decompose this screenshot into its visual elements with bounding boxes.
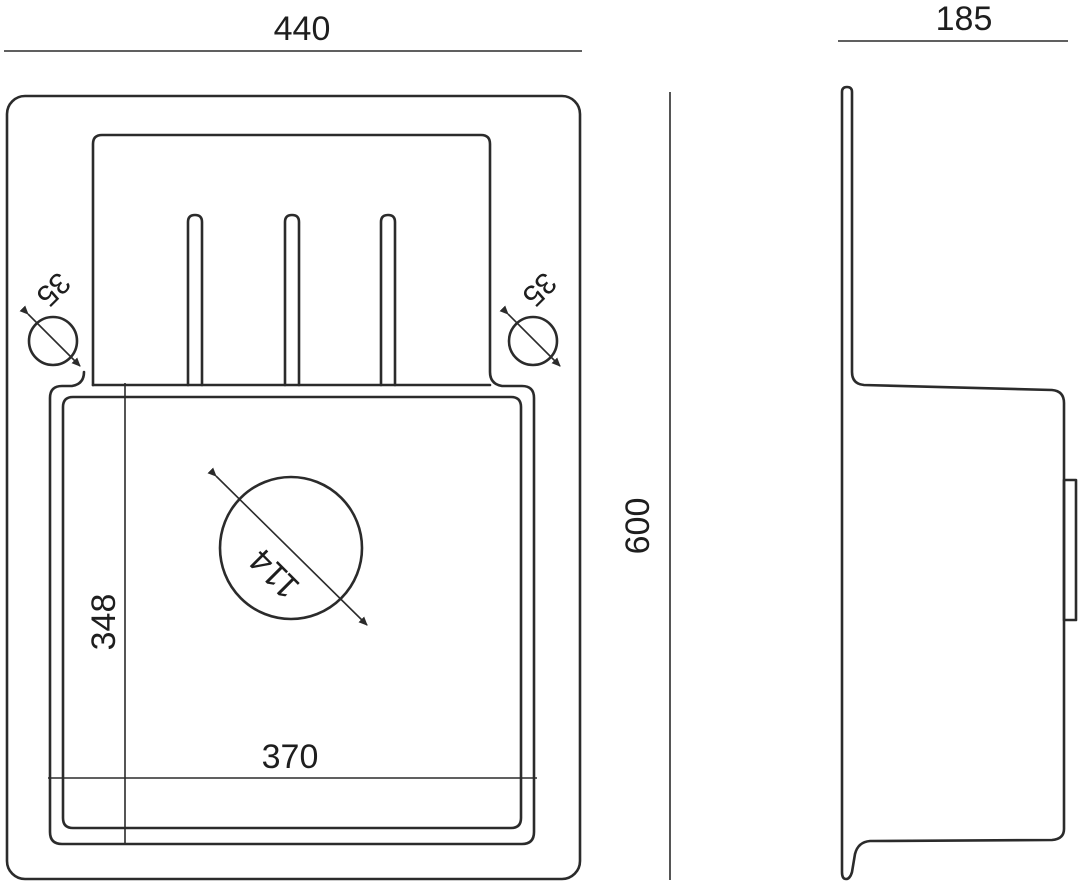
right-tap-hole-dimension-line [499, 305, 561, 367]
drainer-rib-1 [186, 213, 204, 387]
left-tap-hole-dimension-line [19, 305, 81, 367]
drain-outlet-profile [1062, 478, 1078, 622]
top-view: 440 35 35 114 370 348 600 [4, 10, 671, 881]
bowl-inner-outline [61, 395, 523, 830]
right-tap-hole-label: 35 [516, 266, 563, 313]
right-tap-hole [507, 315, 559, 367]
drainer-rib-3 [379, 213, 397, 387]
bowl-width-label: 370 [262, 738, 319, 776]
drainer-rib-2 [283, 213, 301, 387]
side-view: 185 [838, 0, 1078, 881]
drain-diameter-label: 114 [242, 541, 307, 606]
drain-diameter-dimension-line [207, 467, 368, 626]
drain-hole [218, 475, 364, 621]
left-tap-hole-label: 35 [30, 266, 77, 313]
depth-label: 185 [936, 0, 993, 38]
overall-width-label: 440 [274, 10, 331, 48]
sink-outer-outline [5, 94, 582, 881]
bowl-height-label: 348 [85, 594, 123, 651]
left-tap-hole [27, 315, 79, 367]
overall-height-label: 600 [619, 498, 657, 555]
sink-side-profile [840, 85, 1066, 881]
drainer-bowl-outline [48, 133, 536, 846]
